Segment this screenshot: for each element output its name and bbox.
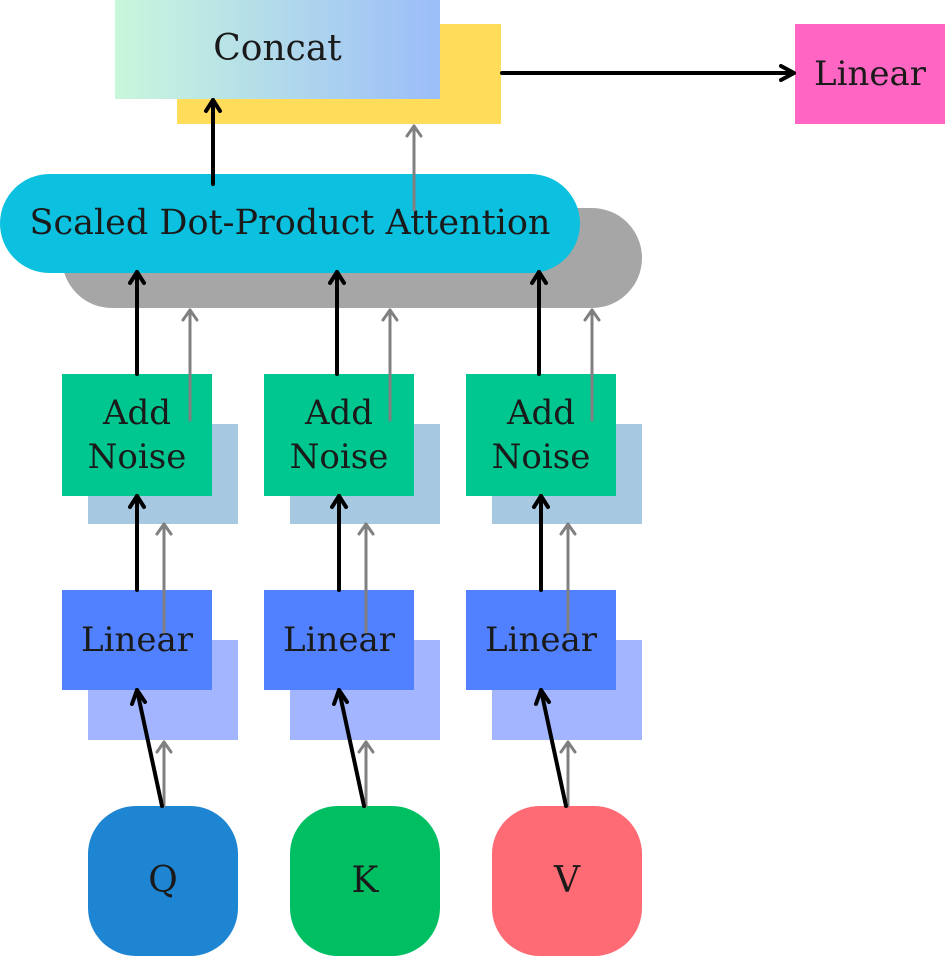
add-noise-line1: Add (304, 392, 374, 433)
arrowhead-gray (155, 740, 173, 754)
arrowhead-main (130, 688, 147, 706)
arrowhead-gray (381, 308, 399, 322)
linear-label: Linear (485, 619, 597, 660)
concat-box: Concat (115, 0, 440, 99)
arrowhead-main (204, 98, 222, 113)
input-q-label: Q (148, 859, 178, 901)
add-noise-line2: Noise (491, 437, 591, 477)
arrowhead-gray (405, 124, 423, 138)
add-noise-line1: Add (506, 392, 576, 433)
arrowhead-main (534, 688, 551, 706)
arrowhead-gray (559, 522, 577, 536)
arrowhead-main (332, 688, 349, 706)
arrowhead-main (530, 270, 548, 285)
add-noise-box-v: Add Noise (466, 374, 616, 496)
arrowhead-main (532, 494, 550, 509)
linear-label: Linear (81, 619, 193, 660)
arrowhead-main (328, 270, 346, 285)
input-k-node: K (290, 806, 440, 956)
concat-label: Concat (213, 28, 342, 70)
arrow-k-input (337, 688, 366, 808)
arrowhead-gray (155, 522, 173, 536)
linear-label: Linear (283, 619, 395, 660)
arrow-q-input (135, 688, 164, 808)
arrowhead-gray (559, 740, 577, 754)
arrow-v-input (539, 688, 568, 808)
input-v-label: V (554, 859, 580, 901)
attention-label: Scaled Dot-Product Attention (29, 202, 551, 243)
output-linear-box: Linear (795, 24, 945, 124)
arrowhead-main (779, 64, 796, 82)
arrowhead-main (330, 494, 348, 509)
arrowhead-gray (357, 740, 375, 754)
arrowhead-gray (357, 522, 375, 536)
output-linear-label: Linear (814, 53, 926, 94)
attention-box: Scaled Dot-Product Attention (0, 174, 580, 273)
input-q-node: Q (88, 806, 238, 956)
add-noise-line1: Add (102, 392, 172, 433)
arrowhead-gray (181, 308, 199, 322)
linear-box-v: Linear (466, 590, 616, 690)
input-k-label: K (351, 859, 379, 901)
add-noise-box-q: Add Noise (62, 374, 212, 496)
add-noise-box-k: Add Noise (264, 374, 414, 496)
arrowhead-main (128, 270, 146, 285)
add-noise-line2: Noise (87, 437, 187, 477)
arrowhead-main (128, 494, 146, 509)
add-noise-line2: Noise (289, 437, 389, 477)
arrowhead-gray (583, 308, 601, 322)
linear-box-k: Linear (264, 590, 414, 690)
linear-box-q: Linear (62, 590, 212, 690)
input-v-node: V (492, 806, 642, 956)
